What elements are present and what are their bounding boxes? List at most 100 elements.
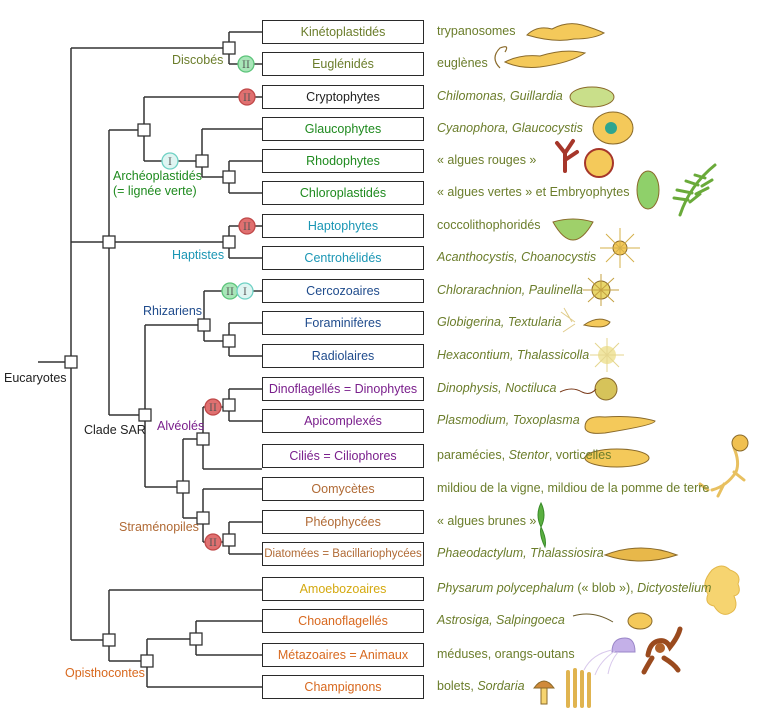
primary-endosymbiosis-marker: I: [161, 152, 179, 170]
taxon-example: « algues brunes »: [437, 513, 536, 529]
example-text: bolets,: [437, 679, 478, 693]
example-text: Dinophysis, Noctiluca: [437, 381, 557, 395]
taxon-example: Plasmodium, Toxoplasma: [437, 412, 580, 428]
mushroom-cap: [533, 680, 555, 689]
node-square: [222, 235, 236, 249]
taxon-box: Centrohélidés: [262, 246, 424, 270]
example-text: Chilomonas, Guillardia: [437, 89, 563, 103]
example-text: Hexacontium, Thalassicolla: [437, 348, 590, 362]
example-text: Sordaria: [477, 679, 525, 693]
marker-circle: [161, 152, 179, 170]
example-text: Physarum polycephalum: [437, 581, 574, 595]
taxon-box: Kinétoplastidés: [262, 20, 424, 44]
choanoflagellate-illustration: [627, 612, 653, 630]
example-text: euglènes: [437, 56, 488, 70]
red-alga-illustration: [555, 139, 579, 173]
taxon-box: Ciliés = Ciliophores: [262, 444, 424, 468]
marker-label: II: [243, 222, 251, 233]
example-text: « algues rouges »: [437, 153, 537, 167]
root-label-eucaryotes: Eucaryotes: [4, 371, 67, 385]
example-text: Stentor: [508, 448, 549, 462]
oomycete-illustration: [698, 446, 746, 498]
example-text: trypanosomes: [437, 24, 516, 38]
node-square: [196, 511, 210, 525]
illustrations: [494, 23, 749, 708]
marker-label: II: [242, 60, 250, 71]
secondary-endosymbiosis-marker: II: [238, 88, 256, 106]
taxon-example: Physarum polycephalum (« blob »), Dictyo…: [437, 580, 711, 596]
plasmodium-illustration: [584, 416, 656, 434]
taxon-name: Haptophytes: [307, 219, 379, 233]
clade-label-archeoplastides: Archéoplastidés: [113, 169, 202, 183]
orangutan-illustration: [641, 626, 683, 675]
taxon-name: Rhodophytes: [306, 154, 380, 168]
taxon-example: Chilomonas, Guillardia: [437, 88, 563, 104]
taxon-name: Glaucophytes: [304, 122, 382, 136]
marker-circle: [237, 55, 255, 73]
taxon-box: Amoebozoaires: [262, 577, 424, 601]
taxon-name: Chloroplastidés: [299, 186, 387, 200]
taxon-box: Cryptophytes: [262, 85, 424, 109]
primary-endosymbiosis-marker: I: [236, 282, 254, 300]
taxon-example: trypanosomes: [437, 23, 516, 39]
glaucophyte-cyanelle: [605, 122, 617, 134]
taxon-name: Cercozoaires: [306, 284, 380, 298]
clade-label-archeoplastides-note: (= lignée verte): [113, 184, 197, 198]
mushroom-illustration: [540, 687, 548, 705]
coccolithophore-illustration: [552, 218, 594, 241]
orangutan-head: [655, 643, 665, 653]
example-text: Astrosiga, Salpingoeca: [437, 613, 565, 627]
node-square: [102, 235, 116, 249]
taxon-name: Oomycètes: [311, 482, 375, 496]
marker-circle: [238, 217, 256, 235]
jellyfish-illustration: [611, 637, 636, 653]
ascus-illustration: [566, 668, 591, 708]
example-text: Dictyostelium: [637, 581, 712, 595]
euglena-illustration: [503, 50, 587, 68]
taxon-example: méduses, orangs-outans: [437, 646, 575, 662]
taxon-box: Glaucophytes: [262, 117, 424, 141]
taxon-example: Cyanophora, Glaucocystis: [437, 120, 583, 136]
oomycete-sporangium: [731, 434, 749, 452]
secondary-endosymbiosis-marker: II: [204, 398, 222, 416]
marker-circle: [236, 282, 254, 300]
taxon-example: Chlorarachnion, Paulinella: [437, 282, 583, 298]
trypanosome-illustration: [526, 23, 606, 41]
radiolarian-spines: [590, 338, 624, 372]
jellyfish-tentacles: [583, 649, 619, 676]
node-square: [222, 533, 236, 547]
taxon-box: Métazoaires = Animaux: [262, 643, 424, 667]
secondary-endosymbiosis-marker: II: [204, 533, 222, 551]
chlorarachnion-pseudopods: [583, 274, 619, 306]
taxon-example: paramécies, Stentor, vorticelles: [437, 447, 611, 463]
taxon-box: Dinoflagellés = Dinophytes: [262, 377, 424, 401]
taxon-name: Diatomées = Bacillariophycées: [264, 548, 422, 560]
choanoflagellate-flagellum: [572, 613, 614, 623]
taxon-box: Chloroplastidés: [262, 181, 424, 205]
taxon-example: Phaeodactylum, Thalassiosira: [437, 545, 604, 561]
taxon-name: Radiolaires: [311, 349, 375, 363]
tree-nodes: [64, 41, 236, 668]
taxon-box: Diatomées = Bacillariophycées: [262, 542, 424, 566]
taxon-box: Oomycètes: [262, 477, 424, 501]
clade-label-stramenopiles: Straménopiles: [119, 520, 199, 534]
node-square: [222, 41, 236, 55]
green-alga-illustration: [636, 170, 660, 210]
example-text: Plasmodium, Toxoplasma: [437, 413, 580, 427]
secondary-endosymbiosis-marker: II: [238, 217, 256, 235]
marker-circle: [238, 88, 256, 106]
example-text: méduses, orangs-outans: [437, 647, 575, 661]
node-square: [189, 632, 203, 646]
clade-label-alveoles: Alvéolés: [157, 419, 205, 433]
node-square: [196, 432, 210, 446]
foraminifera-pseudopods: [560, 307, 576, 333]
example-text: , vorticelles: [548, 448, 612, 462]
euglena-flagellum: [494, 46, 508, 69]
clade-label-haptistes: Haptistes: [172, 248, 225, 262]
example-text: Cyanophora, Glaucocystis: [437, 121, 583, 135]
clade-label-rhizariens: Rhizariens: [143, 304, 203, 318]
taxon-box: Apicomplexés: [262, 409, 424, 433]
node-square: [138, 408, 152, 422]
taxon-name: Dinoflagellés = Dinophytes: [268, 382, 418, 396]
taxon-box: Cercozoaires: [262, 279, 424, 303]
